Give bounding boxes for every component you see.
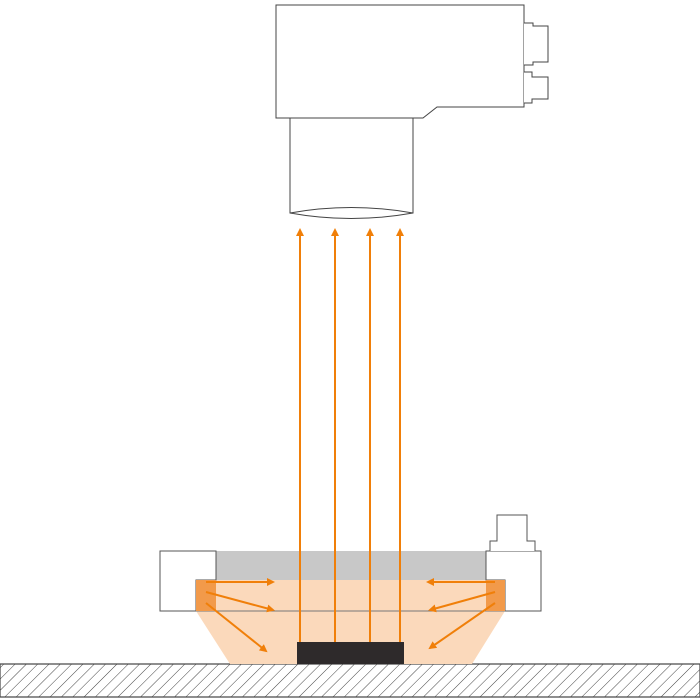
connector-lower bbox=[524, 71, 549, 104]
object bbox=[297, 642, 404, 664]
ring-light bbox=[159, 514, 542, 612]
lens-glass bbox=[289, 207, 414, 219]
diffuser bbox=[216, 551, 486, 580]
led-ray-right-3 bbox=[428, 602, 496, 650]
led-strip-left bbox=[196, 580, 216, 611]
led-ray-left-2 bbox=[205, 591, 275, 613]
housing-connector bbox=[489, 514, 536, 551]
lens-barrel bbox=[289, 117, 414, 214]
camera-body bbox=[275, 4, 525, 119]
light-rays bbox=[205, 228, 496, 653]
light-field bbox=[196, 580, 505, 664]
led-strip-right bbox=[486, 580, 505, 611]
surface bbox=[0, 663, 700, 698]
led-ray-right-2 bbox=[428, 591, 496, 613]
connector-upper bbox=[524, 22, 549, 66]
led-ray-left-3 bbox=[205, 602, 268, 653]
camera bbox=[275, 4, 549, 219]
